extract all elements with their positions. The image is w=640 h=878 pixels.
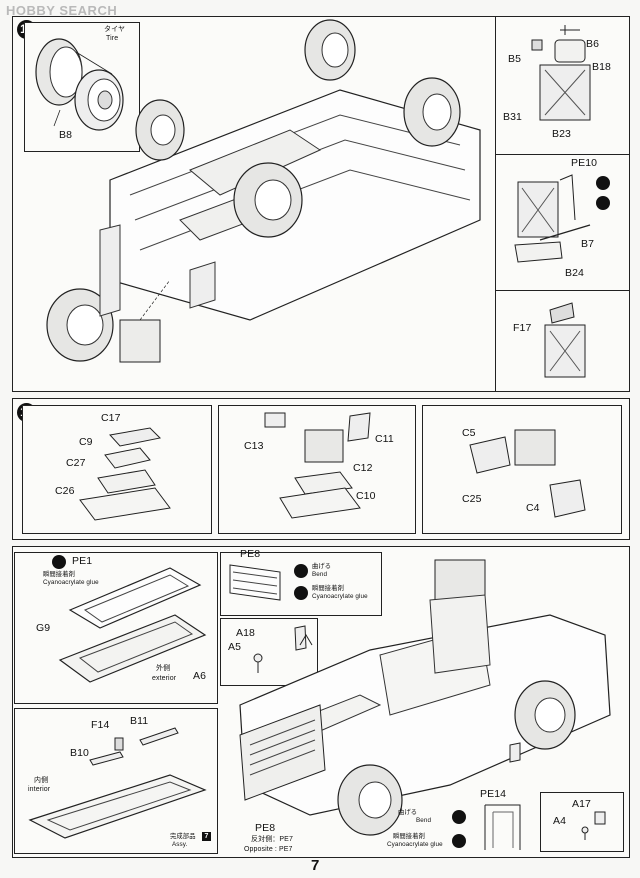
page-number: 7 xyxy=(311,857,320,874)
windshield-interior-drawing xyxy=(28,727,207,839)
label-tire-en: Tire xyxy=(106,35,119,42)
radio-mount-drawing xyxy=(469,429,586,518)
label-a6: A6 xyxy=(193,670,207,682)
windshield-exterior-drawing xyxy=(58,567,207,683)
label-glue3-jp: 瞬間接着剤 xyxy=(393,833,425,840)
label-c11: C11 xyxy=(375,433,394,445)
label-bend3-jp: 曲げる xyxy=(398,809,418,816)
label-exterior-en: exterior xyxy=(152,675,177,682)
radio-base-drawing xyxy=(79,427,171,521)
label-opposite-en: Opposite : PE7 xyxy=(244,846,293,853)
label-done-jp: 完成部品 xyxy=(170,833,196,840)
label-c26: C26 xyxy=(55,485,75,497)
label-g9: G9 xyxy=(36,622,51,634)
label-interior-jp: 内側 xyxy=(34,777,49,784)
label-pe14: PE14 xyxy=(480,788,507,800)
label-pe8-top: PE8 xyxy=(240,548,261,560)
label-c12: C12 xyxy=(353,462,373,474)
label-tire-jp: タイヤ xyxy=(104,26,126,33)
label-bend-en: Bend xyxy=(312,571,328,578)
label-glue-en: Cyanoacrylate glue xyxy=(43,579,99,586)
reflector-panel xyxy=(540,792,624,852)
label-a4: A4 xyxy=(553,815,567,827)
label-c10: C10 xyxy=(356,490,376,502)
label-done-assy: Assy. xyxy=(172,841,188,848)
label-pe8-bottom: PE8 xyxy=(255,822,276,834)
label-c25: C25 xyxy=(462,493,482,505)
jerrycan-mounted-drawing xyxy=(544,302,586,378)
label-pe10: PE10 xyxy=(571,157,598,169)
label-glue-jp: 瞬間接着剤 xyxy=(43,571,75,578)
label-c4: C4 xyxy=(526,502,540,514)
label-b8: B8 xyxy=(59,129,73,141)
bend-icon xyxy=(452,810,466,824)
glue-icon xyxy=(294,586,308,600)
grille-guard-drawing xyxy=(229,564,281,601)
label-bend-jp: 曲げる xyxy=(312,563,332,570)
glue-icon xyxy=(52,555,66,569)
chassis-underside-drawing xyxy=(46,19,481,363)
label-c27: C27 xyxy=(66,457,86,469)
label-c9: C9 xyxy=(79,436,93,448)
label-opposite-jp: 反対側：PE7 xyxy=(251,836,293,843)
label-b6: B6 xyxy=(586,38,600,50)
label-b23: B23 xyxy=(552,128,571,140)
radio-mount-assembly-panel xyxy=(422,405,622,534)
assy-badge: 7 xyxy=(202,832,211,841)
label-glue2-jp: 瞬間接着剤 xyxy=(312,585,344,592)
vehicle-assembly-drawing xyxy=(239,559,611,836)
step-plate-drawing xyxy=(484,804,521,850)
jerrycan-parts-drawing xyxy=(531,25,591,121)
label-c17: C17 xyxy=(101,412,121,424)
label-pe1: PE1 xyxy=(72,555,93,567)
label-glue2-en: Cyanoacrylate glue xyxy=(312,593,368,600)
label-f14: F14 xyxy=(91,719,110,731)
glue-icon xyxy=(452,834,466,848)
bend-icon xyxy=(596,176,610,190)
label-f17: F17 xyxy=(513,322,532,334)
label-b10: B10 xyxy=(70,747,89,759)
label-a5: A5 xyxy=(228,641,242,653)
label-b7: B7 xyxy=(581,238,595,250)
radio-box-drawing xyxy=(264,412,371,519)
label-exterior-jp: 外側 xyxy=(156,665,171,672)
label-interior-en: interior xyxy=(28,786,51,793)
tire-drawing xyxy=(35,38,124,131)
glue-icon xyxy=(596,196,610,210)
mirror-drawing xyxy=(253,625,307,673)
label-glue3-en: Cyanoacrylate glue xyxy=(387,841,443,848)
reflector-drawing xyxy=(581,811,606,840)
label-bend3-en: Bend xyxy=(416,817,432,824)
label-c5: C5 xyxy=(462,427,476,439)
jerrycan-holder-drawing xyxy=(514,174,591,263)
label-b5: B5 xyxy=(508,53,522,65)
label-c13: C13 xyxy=(244,440,264,452)
label-a17: A17 xyxy=(572,798,591,810)
label-a18: A18 xyxy=(236,627,255,639)
bend-icon xyxy=(294,564,308,578)
label-b11: B11 xyxy=(130,715,149,727)
label-b24: B24 xyxy=(565,267,584,279)
label-b18: B18 xyxy=(592,61,611,73)
watermark-logo: HOBBY SEARCH xyxy=(6,3,118,18)
label-b31: B31 xyxy=(503,111,522,123)
